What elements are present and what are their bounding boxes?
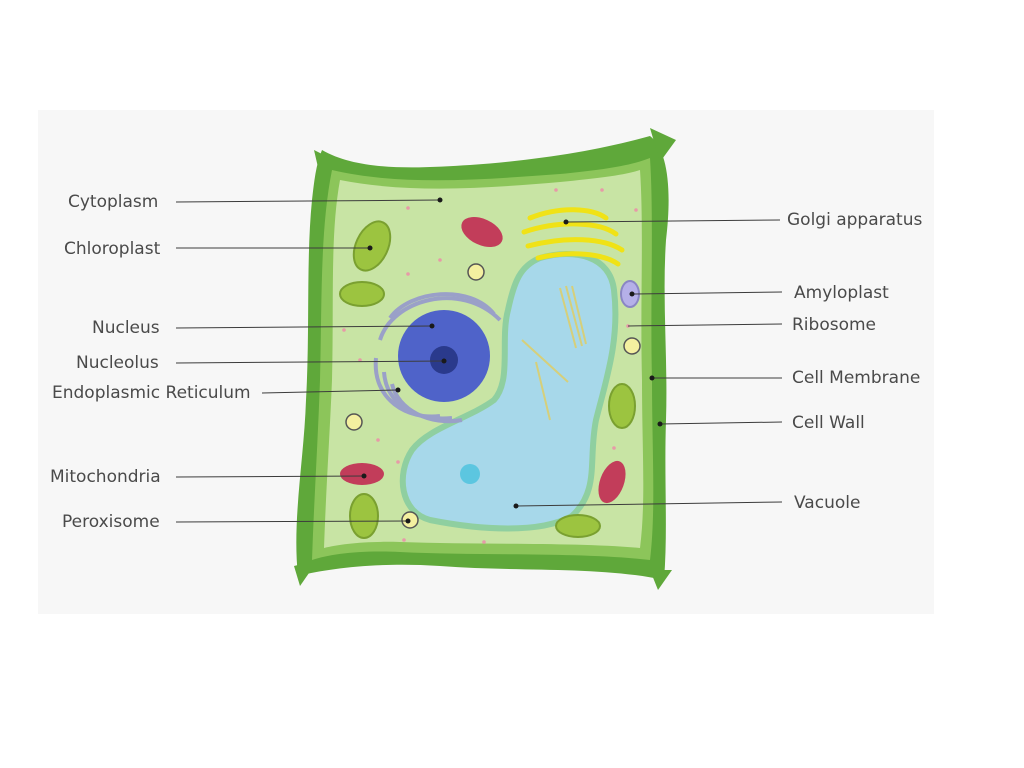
label-ribosome: Ribosome bbox=[792, 315, 876, 335]
label-endoplasmic-reticulum: Endoplasmic Reticulum bbox=[52, 383, 251, 403]
label-vacuole: Vacuole bbox=[794, 493, 860, 513]
label-amyloplast: Amyloplast bbox=[794, 283, 889, 303]
label-cytoplasm: Cytoplasm bbox=[68, 192, 158, 212]
label-chloroplast: Chloroplast bbox=[64, 239, 161, 259]
label-cell-membrane: Cell Membrane bbox=[792, 368, 920, 388]
label-golgi-apparatus: Golgi apparatus bbox=[787, 210, 922, 230]
label-nucleus: Nucleus bbox=[92, 318, 160, 338]
nucleus bbox=[398, 310, 490, 402]
label-mitochondria: Mitochondria bbox=[50, 467, 161, 487]
label-peroxisome: Peroxisome bbox=[62, 512, 160, 532]
label-nucleolus: Nucleolus bbox=[76, 353, 159, 373]
label-cell-wall: Cell Wall bbox=[792, 413, 865, 433]
